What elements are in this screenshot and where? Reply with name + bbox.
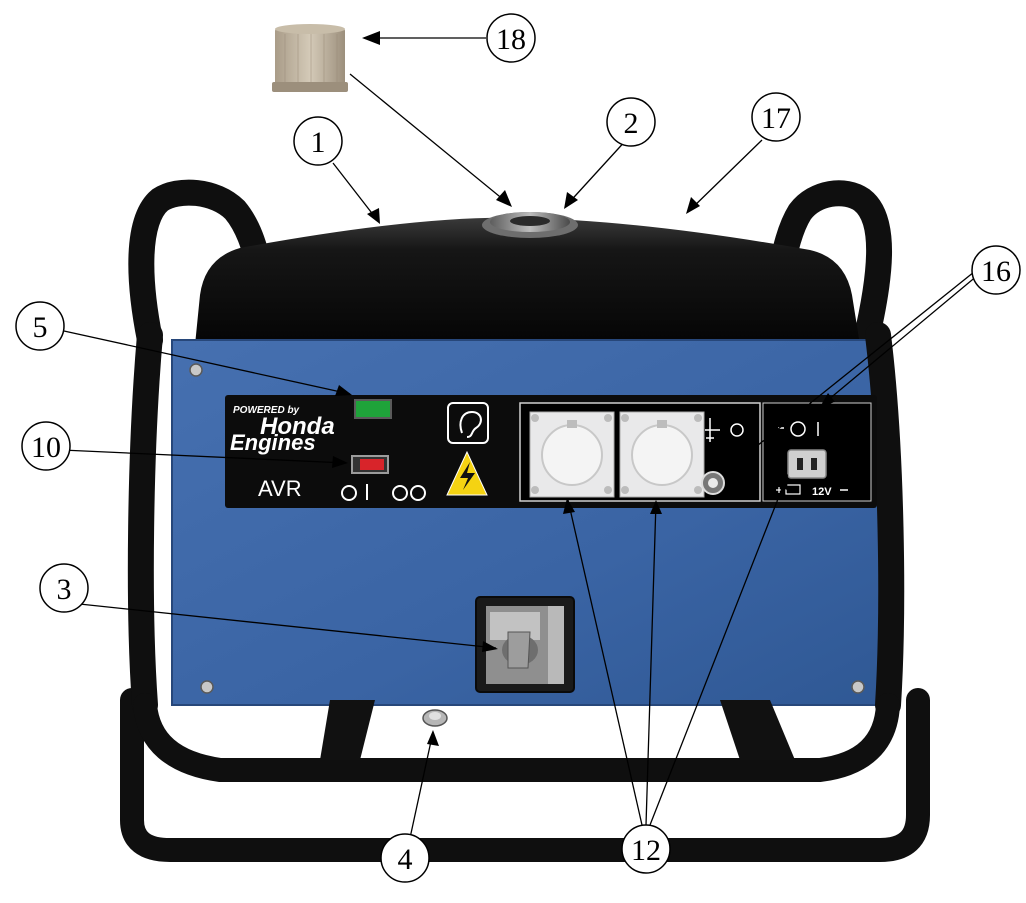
tube-frame-front (127, 322, 905, 782)
engine-switch[interactable] (351, 455, 389, 474)
tube-frame-back (120, 179, 930, 862)
callout-18: 18 (486, 13, 536, 63)
fuel-valve[interactable] (502, 631, 538, 669)
dc-socket[interactable] (787, 449, 827, 479)
leader-arrowheads (332, 31, 835, 746)
callout-2: 2 (606, 97, 656, 147)
callout-2-label: 2 (624, 107, 639, 140)
avr-label: AVR (258, 476, 302, 501)
ear-protection-icon (447, 402, 489, 444)
callout-4-label: 4 (398, 843, 413, 876)
ground-terminal-icon (705, 418, 744, 442)
callout-17-label: 17 (761, 102, 791, 135)
brand-honda: Honda (260, 413, 335, 440)
callout-1-label: 1 (311, 126, 326, 159)
fuel-tank (195, 217, 860, 345)
fuel-filter-icon (272, 24, 348, 92)
ac-socket-2[interactable] (619, 411, 705, 498)
ground-terminal[interactable] (701, 471, 725, 495)
lightning-warning-icon (446, 450, 488, 496)
callout-4: 4 (380, 833, 430, 883)
drain-bolt[interactable] (422, 709, 448, 727)
callout-5: 5 (15, 301, 65, 351)
callout-18-label: 18 (496, 23, 526, 56)
callout-10: 10 (21, 421, 71, 471)
fuel-cap[interactable] (482, 212, 578, 238)
callout-12-label: 12 (631, 834, 661, 867)
callout-12: 12 (621, 824, 671, 874)
dc-voltage-label: 12V (812, 486, 832, 498)
callout-1: 1 (293, 116, 343, 166)
callouts: 18 1 2 17 16 5 10 3 (15, 13, 1021, 883)
callout-17: 17 (751, 92, 801, 142)
ac-socket-1[interactable] (529, 411, 615, 498)
brand-engines: Engines (230, 430, 316, 455)
callout-10-label: 10 (31, 431, 61, 464)
callout-16-label: 16 (981, 255, 1011, 288)
callout-5-label: 5 (33, 311, 48, 344)
powered-by-text: POWERED by (233, 405, 300, 416)
oil-warning-lamp (354, 399, 392, 419)
switch-symbols (341, 484, 426, 501)
callout-16: 16 (971, 245, 1021, 295)
frame-feet (320, 700, 795, 760)
callout-3-label: 3 (57, 573, 72, 606)
callout-3: 3 (39, 563, 89, 613)
leader-lines (61, 37, 979, 839)
